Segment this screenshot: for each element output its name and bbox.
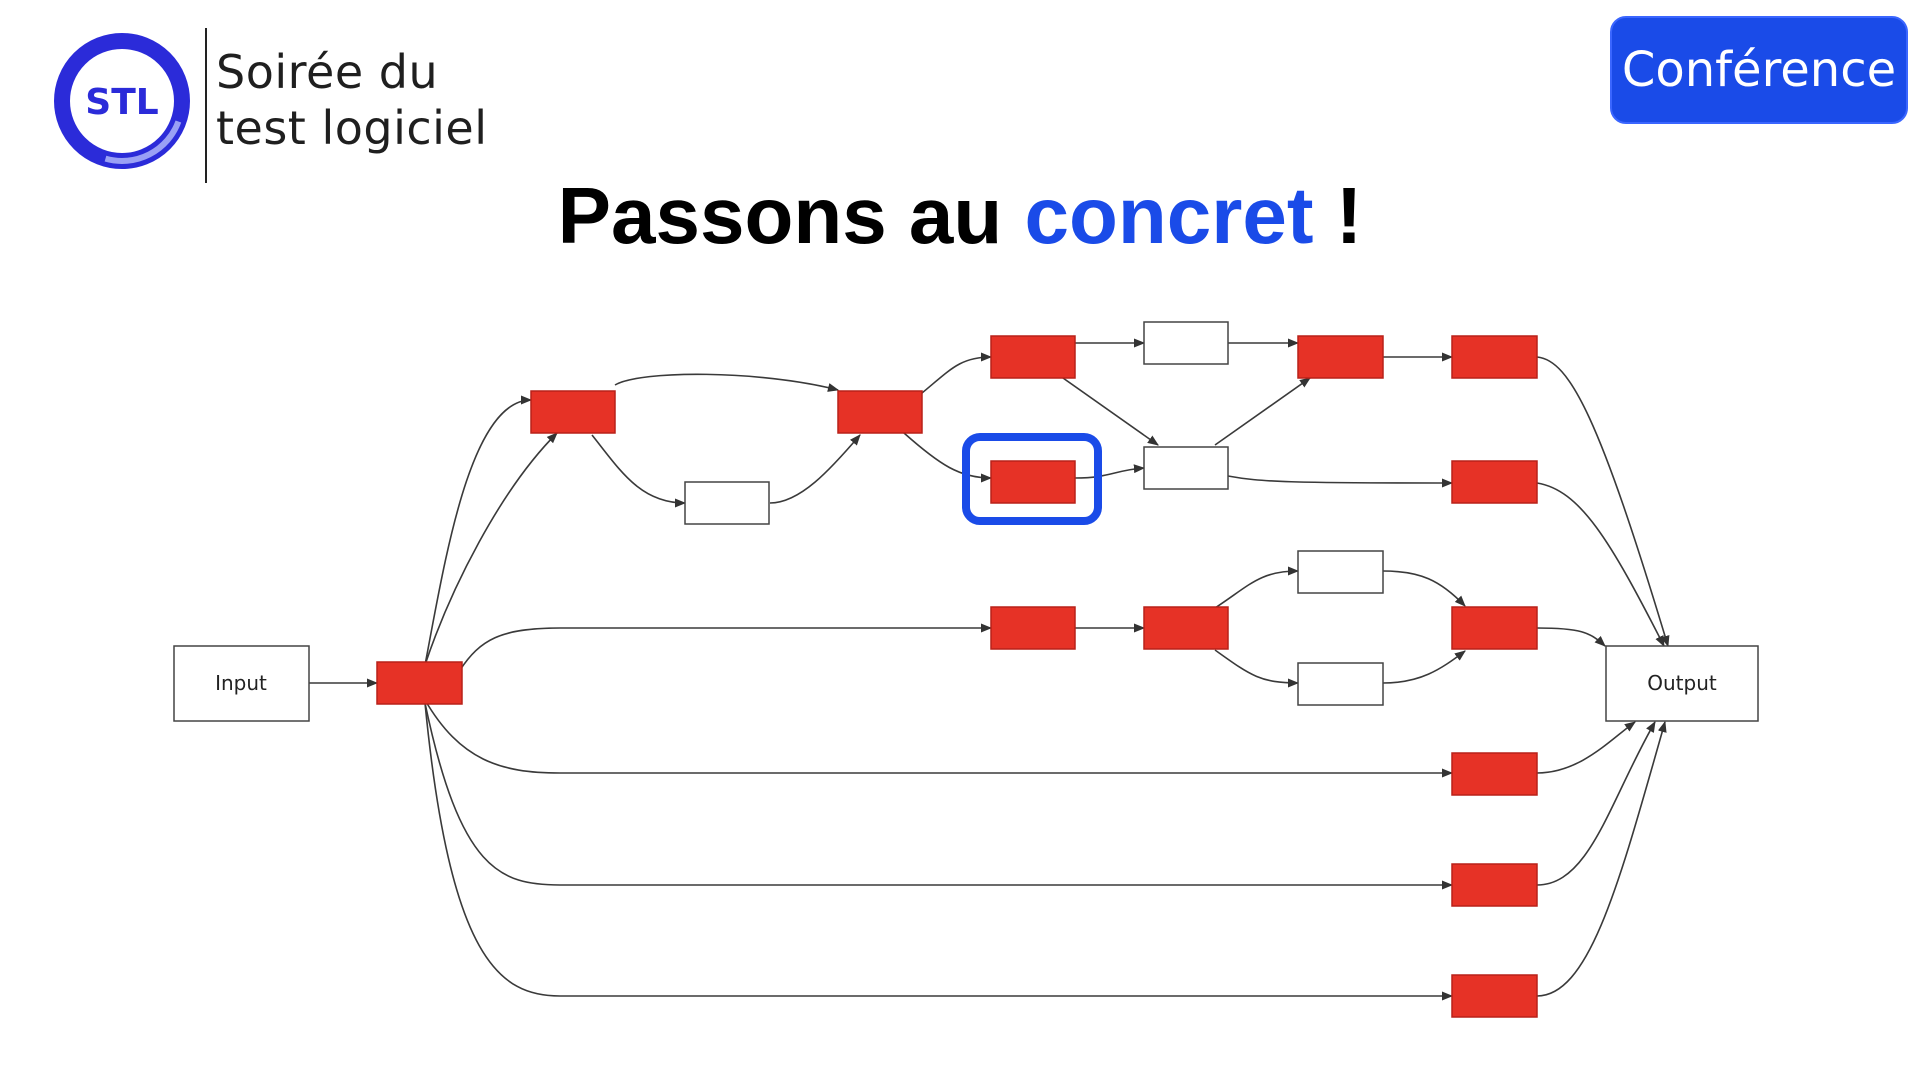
output-node-label: Output (1647, 671, 1717, 695)
logo-line-1: Soirée du (216, 45, 439, 99)
red-nodes (376, 335, 1538, 1018)
edge (1227, 475, 1454, 488)
edge (1536, 356, 1670, 648)
title-part-2: ! (1313, 171, 1363, 260)
red-node (1451, 974, 1538, 1018)
white-node (684, 481, 770, 525)
white-node (1143, 321, 1229, 365)
stl-logo-mark: STL (54, 33, 190, 169)
slide-title: Passons au concret ! (0, 170, 1920, 262)
red-node (1451, 606, 1538, 650)
edge (1382, 650, 1466, 684)
edge (424, 699, 1454, 778)
red-node (376, 661, 463, 705)
conference-badge: Conférence (1610, 16, 1908, 124)
edge (1214, 377, 1311, 446)
output-node (1605, 645, 1759, 722)
red-node (1143, 606, 1229, 650)
edge (424, 702, 1454, 1001)
title-accent: concret (1024, 171, 1314, 260)
edge (614, 373, 840, 392)
white-node (1143, 446, 1229, 490)
edge (1536, 720, 1667, 997)
edge (1074, 464, 1146, 479)
red-node (1451, 335, 1538, 379)
edge (1062, 377, 1159, 446)
white-nodes (684, 321, 1384, 706)
edge (1214, 566, 1300, 609)
red-node (1451, 752, 1538, 796)
edge (424, 432, 558, 666)
edge (1214, 649, 1300, 688)
red-node (530, 390, 616, 434)
edge (769, 434, 861, 504)
edge (1536, 482, 1665, 647)
red-node (1451, 863, 1538, 907)
edge (903, 432, 993, 483)
input-node (173, 645, 310, 722)
red-node (1451, 460, 1538, 504)
edge (1382, 570, 1466, 607)
edge (1536, 721, 1636, 774)
title-part-1: Passons au (557, 171, 1025, 260)
edge (459, 623, 993, 671)
logo-mark-text: STL (85, 82, 158, 123)
edge (591, 434, 687, 508)
edge (921, 352, 993, 394)
edge (424, 395, 533, 666)
white-node (1297, 662, 1384, 706)
stl-logo: STL Soirée du test logiciel (50, 28, 520, 188)
red-node (1297, 335, 1384, 379)
edge (1536, 627, 1606, 647)
red-node (837, 390, 923, 434)
logo-wordmark: Soirée du test logiciel (216, 44, 488, 156)
edge (1536, 721, 1656, 886)
input-node-label: Input (215, 671, 267, 695)
edges (309, 338, 1670, 1001)
red-node-highlighted (990, 460, 1076, 504)
highlight-box (962, 433, 1102, 525)
red-node (990, 335, 1076, 379)
white-node (1297, 550, 1384, 594)
logo-line-2: test logiciel (216, 101, 488, 155)
red-node (990, 606, 1076, 650)
edge (424, 702, 1454, 890)
logo-divider (205, 28, 207, 183)
